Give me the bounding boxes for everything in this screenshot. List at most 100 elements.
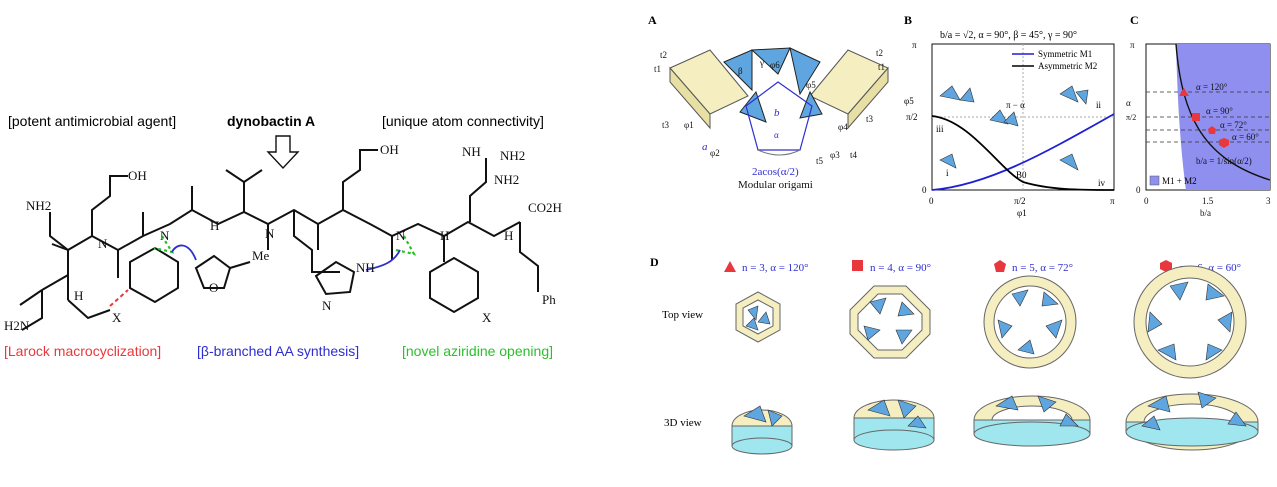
atom-h4: H bbox=[440, 228, 449, 243]
label-phi1: φ1 bbox=[684, 120, 694, 130]
label-t4: t4 bbox=[850, 150, 858, 160]
atom-h3: H bbox=[210, 218, 219, 233]
atom-oh1: OH bbox=[128, 168, 147, 183]
atom-o-furan: O bbox=[209, 280, 218, 295]
ytick-0: 0 bbox=[922, 185, 927, 195]
label-t1-left: t1 bbox=[654, 64, 661, 74]
legend-m1: Symmetric M1 bbox=[1038, 49, 1092, 59]
marker-hexagon bbox=[1219, 138, 1229, 148]
atom-h2n: H2N bbox=[4, 318, 30, 333]
atom-ph: Ph bbox=[542, 292, 556, 307]
dynobactin-scheme: dynobactin A [potent antimicrobial agent… bbox=[4, 113, 562, 359]
panel-d-letter: D bbox=[650, 255, 659, 269]
label-aziridine: [novel aziridine opening] bbox=[402, 343, 553, 359]
atom-n4: N bbox=[322, 298, 332, 313]
label-t2-right: t2 bbox=[876, 48, 883, 58]
marker-square bbox=[1192, 113, 1200, 121]
atom-labels: OH NH2 N H H2N X N Me O H N NH N OH N H … bbox=[4, 142, 562, 333]
atom-nh-link: NH bbox=[462, 144, 481, 159]
label-alpha-60: α = 60° bbox=[1232, 132, 1259, 142]
atom-h1: H bbox=[74, 288, 83, 303]
xtick-3: 3 bbox=[1266, 196, 1271, 206]
atom-x2: X bbox=[482, 310, 492, 325]
panel-c-letter: C bbox=[1130, 13, 1139, 27]
header-hexagon-icon bbox=[1160, 260, 1172, 272]
annot-iv: iv bbox=[1098, 178, 1106, 188]
label-phi3: φ3 bbox=[830, 150, 840, 160]
ylabel-alpha: α bbox=[1126, 98, 1131, 108]
atom-x1: X bbox=[112, 310, 122, 325]
annot-b0: B0 bbox=[1016, 170, 1027, 180]
atom-h5: H bbox=[504, 228, 513, 243]
larock-bond bbox=[109, 289, 129, 307]
legend-m2: Asymmetric M2 bbox=[1038, 61, 1097, 71]
panel-a-letter: A bbox=[648, 13, 657, 27]
atom-n3: N bbox=[265, 226, 275, 241]
label-a: a bbox=[702, 141, 708, 153]
top-view-n5 bbox=[983, 275, 1077, 369]
top-view-n6 bbox=[1133, 265, 1247, 379]
panel-d: D n = 3, α = 120° n = 4, α = 90° n = 5, … bbox=[650, 255, 1259, 455]
ytick-0: 0 bbox=[1136, 185, 1141, 195]
atom-oh2: OH bbox=[380, 142, 399, 157]
xtick-0: 0 bbox=[1144, 196, 1149, 206]
ytick-pi: π bbox=[912, 40, 917, 50]
marker-pentagon bbox=[1208, 126, 1216, 134]
label-t1-right: t1 bbox=[878, 62, 885, 72]
formula: 2acos(α/2) bbox=[752, 166, 799, 178]
label-unique-connectivity: [unique atom connectivity] bbox=[382, 113, 544, 129]
label-phi4: φ4 bbox=[838, 122, 848, 132]
annot-i: i bbox=[946, 168, 949, 178]
label-alpha: α bbox=[774, 130, 779, 140]
atom-me: Me bbox=[252, 248, 270, 263]
label-larock: [Larock macrocyclization] bbox=[4, 343, 161, 359]
panel-a: A t2 t1 t3 t2 t1 t3 φ1 φ2 φ3 φ4 φ5 φ6 β … bbox=[648, 13, 889, 191]
row-label-top: Top view bbox=[662, 309, 703, 321]
label-alpha-90: α = 90° bbox=[1206, 106, 1233, 116]
curve-label: b/a = 1/sin(α/2) bbox=[1196, 156, 1252, 166]
atom-co2h: CO2H bbox=[528, 200, 562, 215]
atom-nh2c: NH2 bbox=[500, 148, 525, 163]
panel-b-title: b/a = √2, α = 90°, β = 45°, γ = 90° bbox=[940, 30, 1077, 41]
header-n5: n = 5, α = 72° bbox=[1012, 262, 1073, 274]
blue-arrow-right bbox=[365, 249, 401, 271]
marker-triangle bbox=[1179, 88, 1189, 96]
xlabel-ba: b/a bbox=[1200, 208, 1211, 218]
label-beta: β bbox=[738, 66, 743, 76]
region-label: M1 + M2 bbox=[1162, 176, 1197, 186]
panel-c: C α = 120° α = 90° α = 72° α = 60° b/a =… bbox=[1126, 13, 1271, 218]
xlabel-phi1: φ1 bbox=[1017, 208, 1027, 218]
scheme-title: dynobactin A bbox=[227, 113, 315, 129]
aziridine-right bbox=[395, 235, 417, 256]
3d-view-n5 bbox=[973, 395, 1091, 447]
atom-n5: N bbox=[396, 228, 406, 243]
blue-arrow-left bbox=[171, 244, 197, 261]
label-beta-branched: [β-branched AA synthesis] bbox=[197, 343, 359, 359]
xtick-pi2: π/2 bbox=[1014, 196, 1026, 206]
atom-nh: NH bbox=[356, 260, 375, 275]
label-t2-left: t2 bbox=[660, 50, 667, 60]
3d-view-n3 bbox=[731, 405, 793, 455]
row-label-3d: 3D view bbox=[664, 417, 702, 429]
xtick-0: 0 bbox=[929, 196, 934, 206]
header-pentagon-icon bbox=[994, 260, 1006, 272]
3d-view-n4 bbox=[853, 399, 935, 451]
down-arrow-icon bbox=[266, 135, 300, 170]
atom-nh2b: NH2 bbox=[494, 172, 519, 187]
panel-b: B b/a = √2, α = 90°, β = 45°, γ = 90° Sy… bbox=[904, 13, 1115, 218]
boundary-curve bbox=[1175, 43, 1271, 181]
label-t3-right: t3 bbox=[866, 114, 874, 124]
annot-pi-minus-alpha: π − α bbox=[1006, 100, 1025, 110]
label-b: b bbox=[774, 107, 780, 119]
label-alpha-120: α = 120° bbox=[1196, 82, 1228, 92]
label-potent-antimicrobial: [potent antimicrobial agent] bbox=[8, 113, 176, 129]
header-n3: n = 3, α = 120° bbox=[742, 262, 809, 274]
atom-n1: N bbox=[98, 236, 108, 251]
ytick-pi2: π/2 bbox=[906, 112, 918, 122]
header-triangle-icon bbox=[724, 261, 736, 272]
region-m1m2 bbox=[1146, 44, 1270, 190]
caption-modular-origami: Modular origami bbox=[738, 179, 813, 191]
atom-n2: N bbox=[160, 228, 170, 243]
curve-m2 bbox=[931, 115, 1115, 191]
header-square-icon bbox=[852, 260, 863, 271]
